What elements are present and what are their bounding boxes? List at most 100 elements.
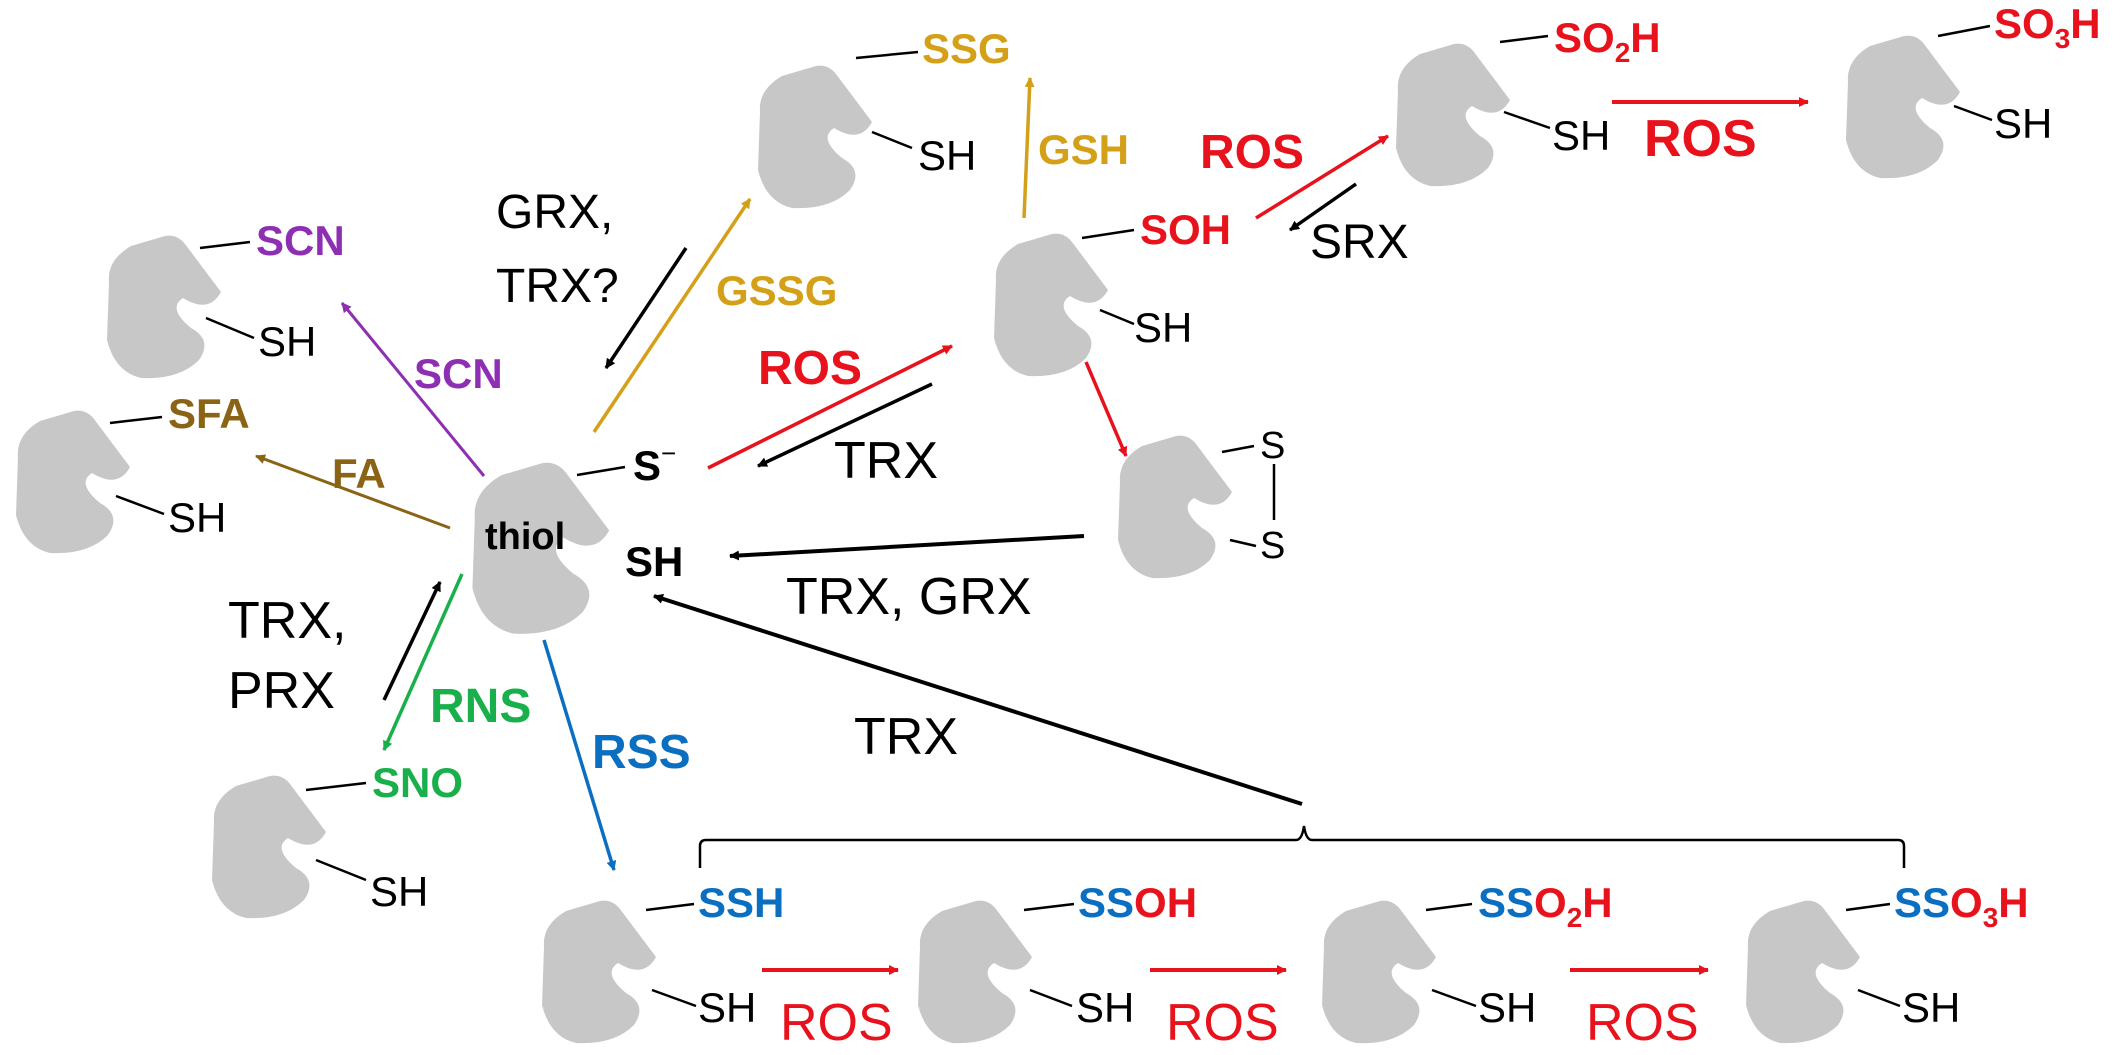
scn-sh-bond	[205, 316, 255, 340]
arrow-thiolate-to-soh	[707, 344, 953, 470]
arrow-soh-reduction	[757, 382, 933, 468]
ssoh-bond	[1023, 902, 1075, 912]
sso3h-bond	[1845, 902, 1891, 912]
reagent-grx-trx-2: TRX?	[496, 260, 619, 313]
protein-sso3h	[1746, 900, 1860, 1044]
thiolate-bond	[576, 465, 626, 477]
disulfide-s-bottom: S	[1260, 525, 1285, 567]
sso2h-bond	[1425, 902, 1473, 912]
sso3h-sh-label: SH	[1902, 984, 1960, 1031]
sfa-sh-bond	[115, 494, 165, 516]
reagent-fa: FA	[332, 450, 386, 497]
reagent-scn: SCN	[414, 350, 503, 397]
ssg-sh-label: SH	[918, 132, 976, 179]
scn-sh-label: SH	[258, 318, 316, 365]
soh-sh-label: SH	[1134, 304, 1192, 351]
ssoh-sh-bond	[1029, 988, 1073, 1008]
so3h-modification: SO3H	[1994, 0, 2101, 54]
scn-bond	[199, 240, 251, 250]
reagent-ros-chain-2: ROS	[1166, 994, 1279, 1052]
soh-bond	[1081, 228, 1135, 240]
protein-sso2h	[1322, 900, 1436, 1044]
ssg-sh-bond	[871, 130, 913, 150]
protein-ssg	[758, 65, 872, 209]
arrow-srx-reduction	[1288, 182, 1358, 232]
arrow-to-sfa	[255, 454, 451, 530]
arrow-to-sno	[382, 573, 464, 751]
ssh-modification: SSH	[698, 879, 784, 926]
protein-soh	[994, 233, 1108, 377]
protein-scn	[107, 235, 221, 379]
ssh-sh-bond	[651, 988, 697, 1008]
so3h-sh-label: SH	[1994, 100, 2052, 147]
reagent-grx-trx-1: GRX,	[496, 186, 613, 239]
so2h-sh-bond	[1503, 110, 1551, 130]
sso3h-modification: SSO3H	[1894, 879, 2029, 933]
arrow-persulfide-reduction	[653, 593, 1303, 806]
ssg-modification: SSG	[922, 25, 1011, 72]
central-sh-label: SH	[625, 538, 683, 585]
arrow-to-scn	[340, 302, 486, 477]
reagent-trx-grx-disulfide: TRX, GRX	[786, 568, 1032, 626]
scn-modification: SCN	[256, 217, 345, 264]
reagent-gsh: GSH	[1038, 126, 1129, 173]
reagent-trx-persulfide: TRX	[854, 708, 958, 766]
arrow-sno-reduction	[382, 581, 442, 701]
sno-modification: SNO	[372, 759, 463, 806]
disulfide-s-top: S	[1260, 425, 1285, 467]
reagent-rns: RNS	[430, 680, 531, 733]
sfa-modification: SFA	[168, 390, 250, 437]
reagent-ros-sulfinic: ROS	[1200, 126, 1304, 179]
so2h-modification: SO2H	[1554, 14, 1661, 68]
so3h-sh-bond	[1953, 104, 1993, 122]
so2h-sh-label: SH	[1552, 112, 1610, 159]
sso2h-sh-label: SH	[1478, 984, 1536, 1031]
protein-sfa	[16, 410, 130, 554]
reagent-ros-sulfonic: ROS	[1644, 110, 1757, 168]
protein-so3h	[1846, 35, 1960, 179]
ssh-sh-label: SH	[698, 984, 756, 1031]
sno-bond	[305, 781, 367, 792]
arrow-ssg-reduction	[604, 247, 688, 369]
sfa-bond	[109, 415, 163, 425]
sso2h-sh-bond	[1431, 988, 1477, 1008]
sno-sh-bond	[315, 858, 367, 882]
thiolate-label: S−	[633, 438, 676, 489]
ssh-bond	[645, 902, 695, 912]
reagent-trx-prx-1: TRX,	[228, 592, 346, 650]
sno-sh-label: SH	[370, 868, 428, 915]
ssg-bond	[855, 50, 919, 60]
reagent-trx-thiolate: TRX	[834, 432, 938, 490]
sfa-sh-label: SH	[168, 494, 226, 541]
soh-sh-bond	[1099, 308, 1135, 326]
protein-ssoh	[918, 900, 1032, 1044]
ssoh-modification: SSOH	[1078, 879, 1197, 926]
arrow-soh-to-so2h	[1255, 134, 1389, 220]
protein-so2h	[1396, 43, 1510, 187]
reagent-trx-prx-2: PRX	[228, 662, 335, 720]
so3h-bond	[1937, 24, 1991, 38]
protein-disulfide	[1118, 435, 1232, 579]
reagent-srx: SRX	[1310, 216, 1409, 269]
sso2h-modification: SSO2H	[1478, 879, 1613, 933]
so2h-bond	[1499, 34, 1549, 44]
arrow-gssg-to-ssg	[592, 198, 752, 433]
protein-sno	[212, 775, 326, 919]
sso3h-sh-bond	[1857, 988, 1901, 1008]
arrow-soh-to-disulfide	[1084, 361, 1128, 457]
reagent-gssg: GSSG	[716, 267, 837, 314]
reagent-ros-thiolate: ROS	[758, 342, 862, 395]
disulfide-top-bond	[1221, 444, 1255, 454]
ssoh-sh-label: SH	[1076, 984, 1134, 1031]
arrow-disulfide-reduction	[729, 534, 1085, 561]
persulfide-bracket	[698, 825, 1906, 868]
reagent-ros-chain-1: ROS	[780, 994, 893, 1052]
central-thiol-label: thiol	[485, 516, 565, 558]
protein-ssh	[542, 900, 656, 1044]
reagent-ros-chain-3: ROS	[1586, 994, 1699, 1052]
arrow-soh-to-ssg	[1022, 77, 1035, 219]
reagent-rss: RSS	[592, 726, 691, 779]
disulfide-bottom-bond	[1229, 538, 1257, 548]
arrow-to-ssh	[542, 639, 617, 871]
